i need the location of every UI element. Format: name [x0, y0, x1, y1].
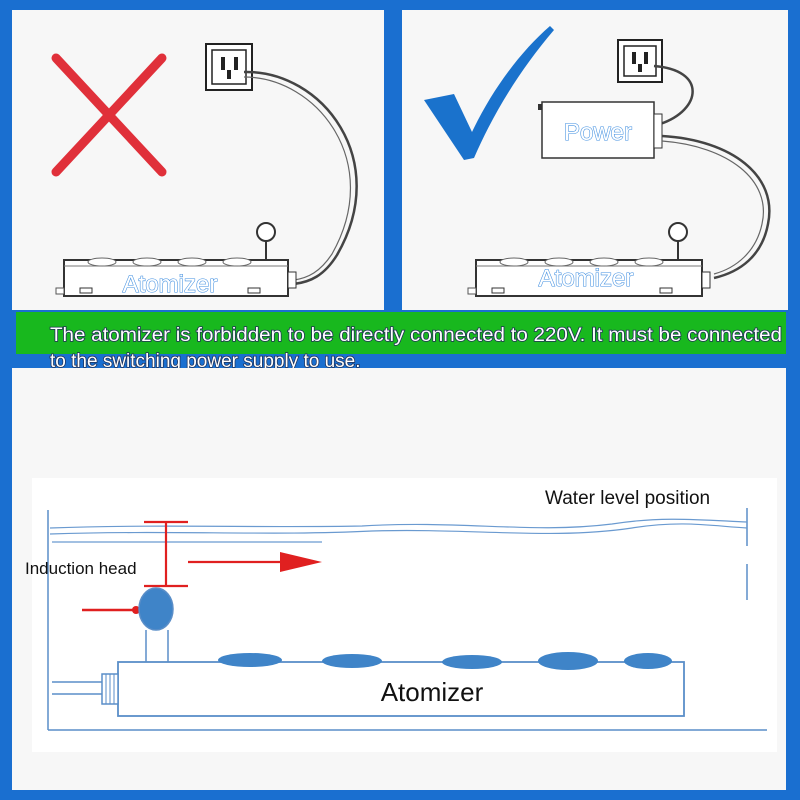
wrong-connection-panel: Atomizer — [12, 10, 384, 310]
correct-connection-drawing: Power Atomizer — [424, 26, 771, 297]
atomizer-label: Atomizer — [123, 271, 218, 298]
cross-mark-icon — [51, 53, 167, 177]
atomizer-unit — [55, 222, 297, 297]
induction-head-label: Induction head — [25, 559, 137, 578]
warning-banner: The atomizer is forbidden to be directly… — [16, 312, 786, 373]
water-tank-drawing: Water level position Induction head — [25, 478, 777, 752]
power-socket-icon — [617, 39, 663, 83]
warning-banner-text: The atomizer is forbidden to be directly… — [49, 324, 783, 373]
power-socket-icon — [205, 43, 253, 91]
power-supply-box — [538, 101, 663, 159]
level-marker — [144, 520, 188, 588]
tank-outline — [47, 508, 767, 731]
check-mark-icon — [424, 26, 554, 160]
induction-head — [82, 587, 174, 664]
atomizer-unit — [467, 222, 711, 297]
correct-connection-panel: Power Atomizer — [402, 10, 788, 310]
power-cable — [243, 70, 358, 286]
mains-cable — [653, 64, 694, 126]
atomizer-label: Atomizer — [539, 265, 634, 292]
warning-line-1: The atomizer is forbidden to be directly… — [50, 325, 782, 346]
power-label: Power — [564, 119, 632, 146]
water-level-label: Water level position — [545, 488, 710, 509]
water-tank-panel: Water level position Induction head — [12, 368, 786, 790]
wrong-connection-drawing: Atomizer — [51, 43, 358, 299]
warning-line-2: to the switching power supply to use. — [50, 351, 361, 372]
atomizer-bar — [52, 652, 685, 717]
water-surface — [49, 518, 748, 543]
level-arrow-icon — [188, 552, 322, 572]
atomizer-label: Atomizer — [381, 677, 484, 707]
output-cable — [661, 134, 771, 280]
